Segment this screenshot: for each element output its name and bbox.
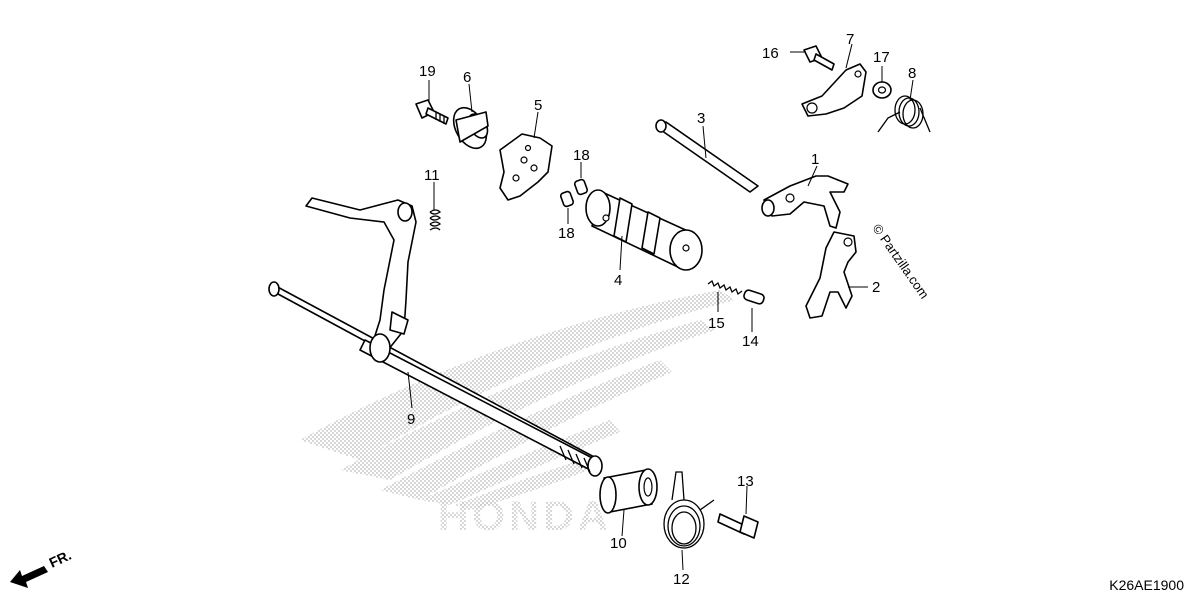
callout-18-upper: 18 [573, 147, 590, 164]
callout-3: 3 [697, 110, 705, 127]
honda-logo-text: HONDA [438, 492, 612, 539]
callout-19: 19 [419, 63, 436, 80]
shift-fork-2 [805, 231, 857, 319]
bolt-19 [415, 99, 449, 125]
callout-7: 7 [846, 31, 854, 48]
fork-shaft-3 [655, 119, 759, 193]
front-label: FR. [47, 547, 74, 571]
callout-6: 6 [463, 69, 471, 86]
callout-15: 15 [708, 315, 725, 332]
pin-18-upper [573, 178, 589, 196]
callout-9: 9 [407, 411, 415, 428]
spring-11 [429, 209, 442, 231]
bolt-16 [803, 45, 835, 71]
leader-lines [407, 43, 914, 571]
collar-10 [599, 468, 658, 514]
callout-8: 8 [908, 65, 916, 82]
callout-11: 11 [424, 167, 440, 184]
stopper-plate-5 [499, 133, 553, 201]
spring-15 [707, 279, 743, 296]
stopper-arm-7 [801, 63, 867, 117]
callout-17: 17 [873, 49, 890, 66]
washer-17 [872, 81, 892, 99]
front-arrow-icon: FR. [10, 547, 74, 588]
gearshift-spindle [268, 197, 603, 477]
diagram-code: K26AE1900 [1109, 577, 1184, 593]
return-spring-8 [877, 95, 931, 133]
shift-fork-1 [761, 175, 849, 229]
callout-12: 12 [673, 571, 690, 588]
bolt-13 [717, 513, 759, 539]
callout-numbers: 1 2 3 4 5 6 7 8 9 10 11 12 13 14 15 16 1… [407, 31, 916, 588]
honda-wing-logo: HONDA [300, 290, 735, 539]
callout-4: 4 [614, 272, 622, 289]
spring-12 [663, 471, 715, 549]
pin-14 [743, 289, 765, 305]
callout-5: 5 [534, 97, 542, 114]
callout-16: 16 [762, 45, 779, 62]
shift-drum-4 [585, 189, 703, 271]
cam-plate-6 [452, 106, 489, 150]
callout-10: 10 [610, 535, 627, 552]
callout-13: 13 [737, 473, 754, 490]
callout-2: 2 [872, 279, 880, 296]
callout-1: 1 [811, 151, 819, 168]
pin-18-lower [559, 190, 575, 208]
callout-18-lower: 18 [558, 225, 575, 242]
callout-14: 14 [742, 333, 759, 350]
